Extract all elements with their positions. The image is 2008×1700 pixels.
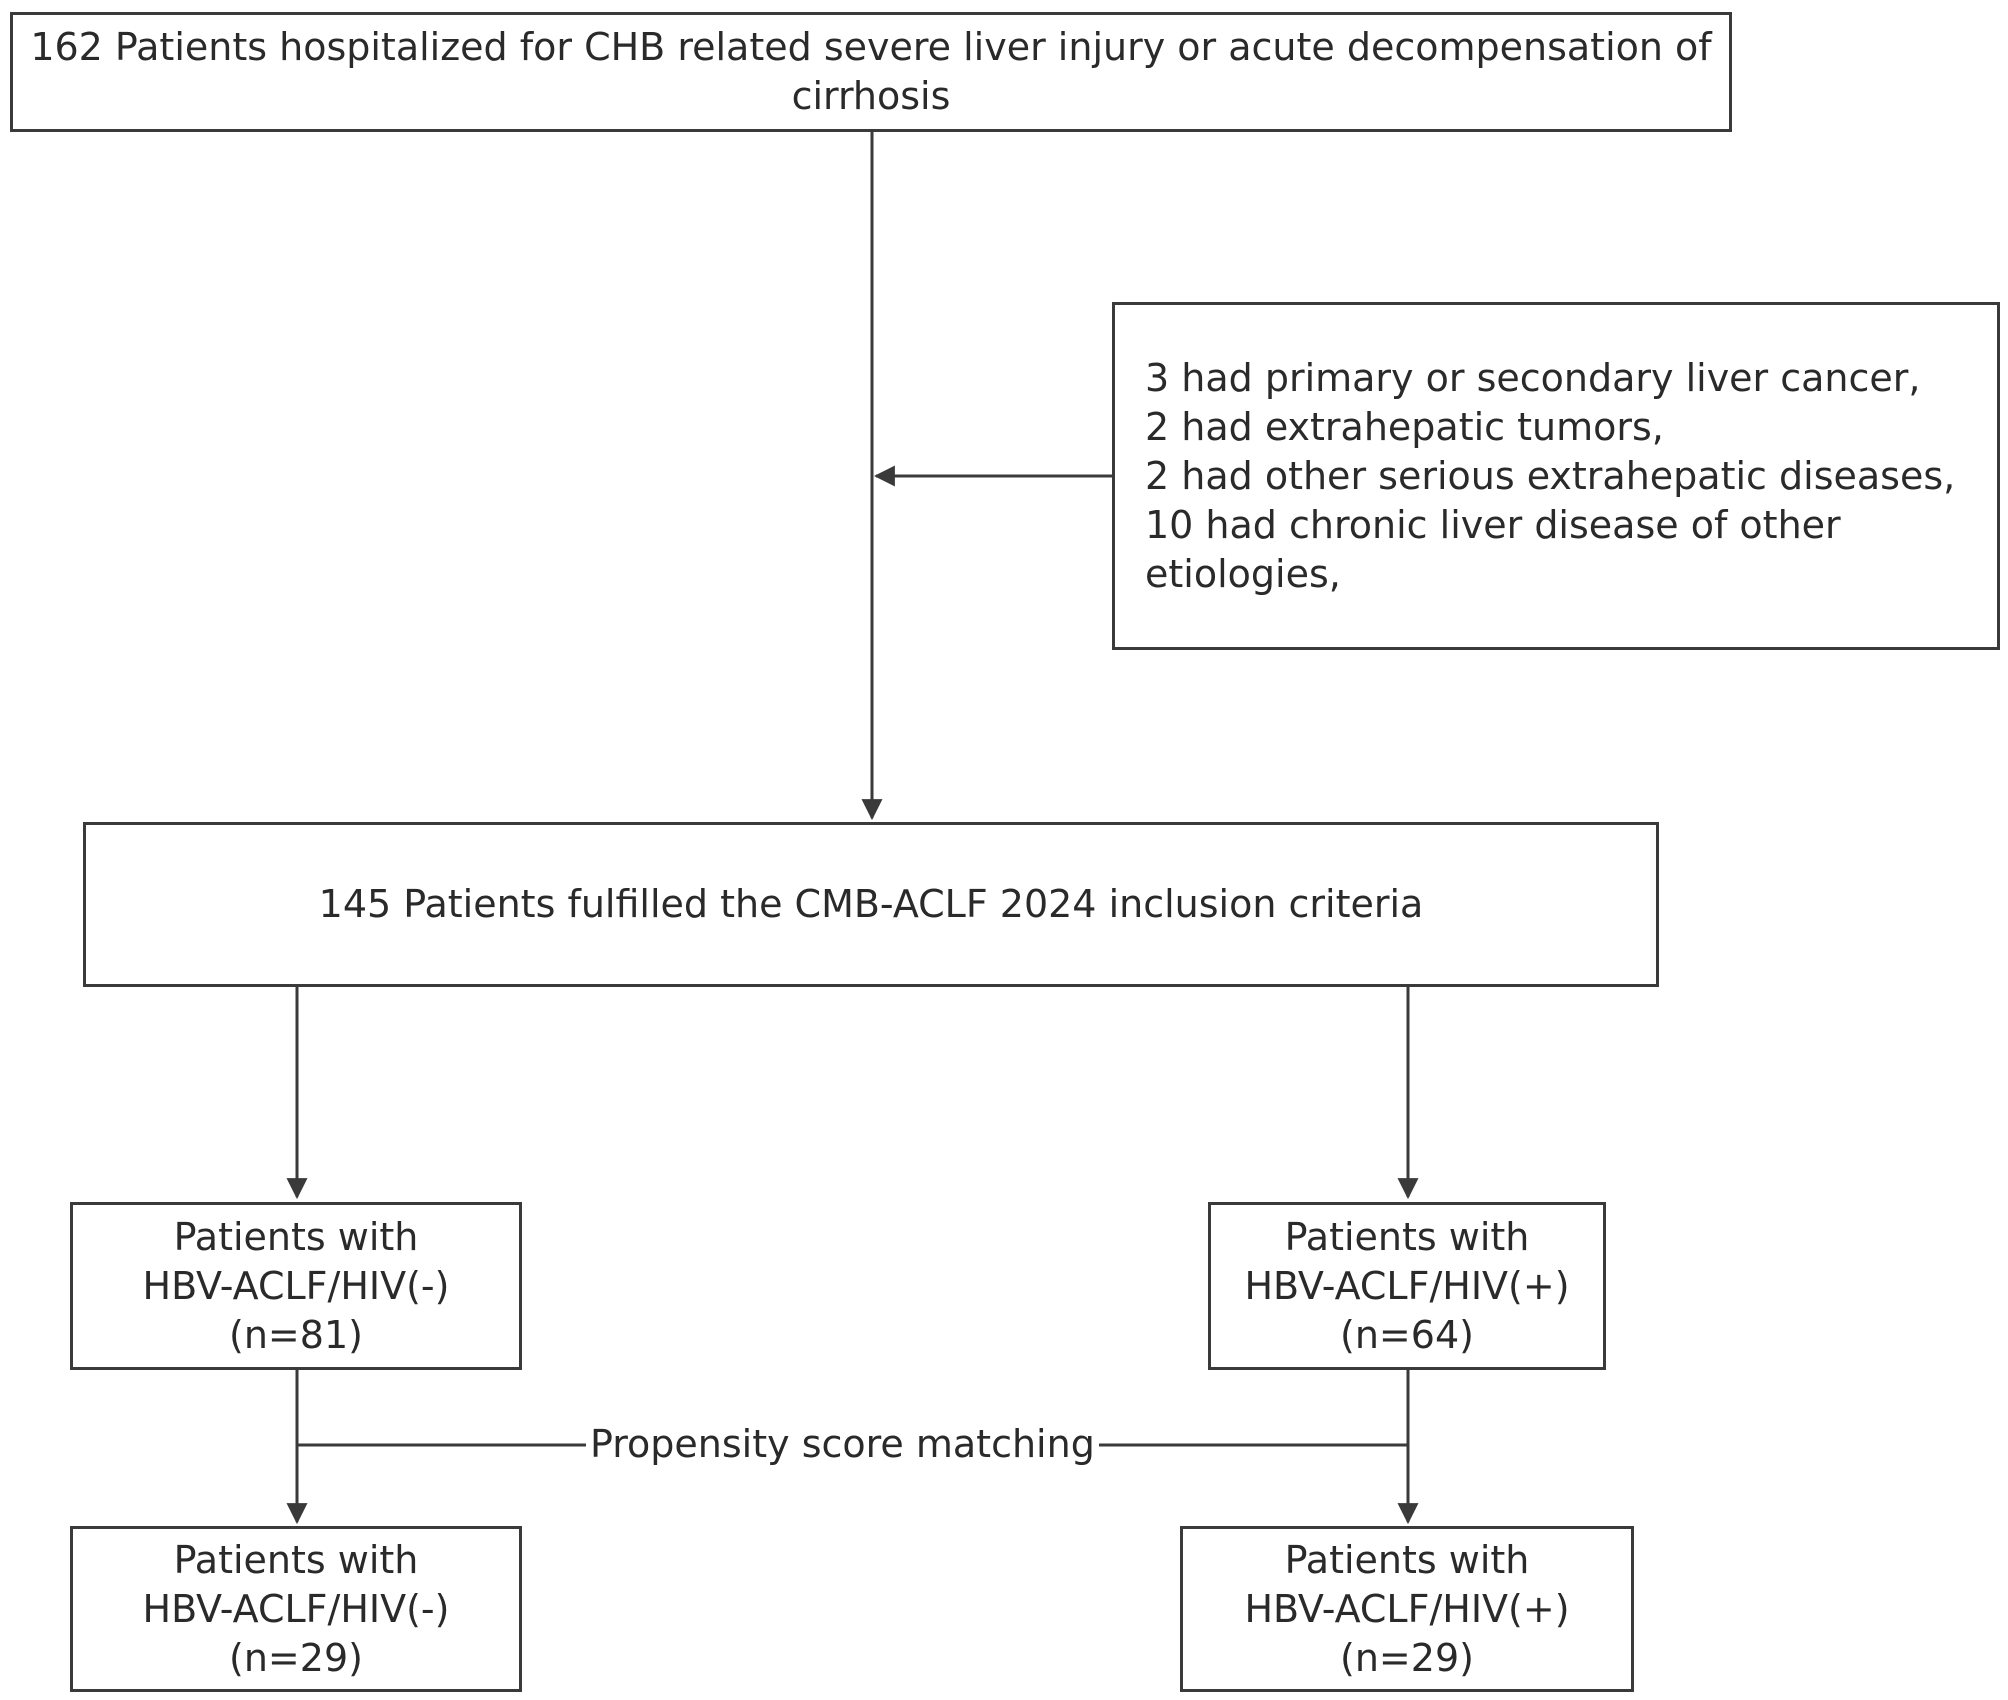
excluded-line-3: 2 had other serious extrahepatic disease… <box>1145 453 1956 498</box>
hiv-neg-line-1: Patients with <box>173 1214 419 1259</box>
hiv-pos-matched-line-3: (n=29) <box>1340 1635 1474 1680</box>
hiv-pos-line-2: HBV-ACLF/HIV(+) <box>1244 1263 1570 1308</box>
hiv-neg-line-3: (n=81) <box>229 1312 363 1357</box>
hiv-neg-matched-line-2: HBV-ACLF/HIV(-) <box>142 1586 450 1631</box>
excluded-line-5: etiologies, <box>1145 551 1341 596</box>
screened-line-2: cirrhosis <box>791 74 951 118</box>
box-hiv-positive: Patients with HBV-ACLF/HIV(+) (n=64) <box>1208 1202 1606 1370</box>
excluded-line-1: 3 had primary or secondary liver cancer, <box>1145 355 1921 400</box>
hiv-pos-matched-line-2: HBV-ACLF/HIV(+) <box>1244 1586 1570 1631</box>
hiv-neg-matched-line-1: Patients with <box>173 1537 419 1582</box>
hiv-neg-matched-line-3: (n=29) <box>229 1635 363 1680</box>
hiv-pos-line-1: Patients with <box>1284 1214 1530 1259</box>
hiv-pos-matched-line-1: Patients with <box>1284 1537 1530 1582</box>
box-excluded-patients: 3 had primary or secondary liver cancer,… <box>1112 302 2000 650</box>
hiv-pos-line-3: (n=64) <box>1340 1312 1474 1357</box>
hiv-neg-line-2: HBV-ACLF/HIV(-) <box>142 1263 450 1308</box>
screened-line-1: 162 Patients hospitalized for CHB relate… <box>30 25 1712 69</box>
box-hiv-positive-matched: Patients with HBV-ACLF/HIV(+) (n=29) <box>1180 1526 1634 1692</box>
included-line-1: 145 Patients fulfilled the CMB-ACLF 2024… <box>318 882 1424 926</box>
box-hiv-negative-matched: Patients with HBV-ACLF/HIV(-) (n=29) <box>70 1526 522 1692</box>
excluded-line-2: 2 had extrahepatic tumors, <box>1145 404 1664 449</box>
box-screened-patients: 162 Patients hospitalized for CHB relate… <box>10 12 1732 132</box>
box-included-patients: 145 Patients fulfilled the CMB-ACLF 2024… <box>83 822 1659 987</box>
propensity-matching-label: Propensity score matching <box>586 1420 1099 1468</box>
excluded-line-4: 10 had chronic liver disease of other <box>1145 502 1841 547</box>
box-hiv-negative: Patients with HBV-ACLF/HIV(-) (n=81) <box>70 1202 522 1370</box>
